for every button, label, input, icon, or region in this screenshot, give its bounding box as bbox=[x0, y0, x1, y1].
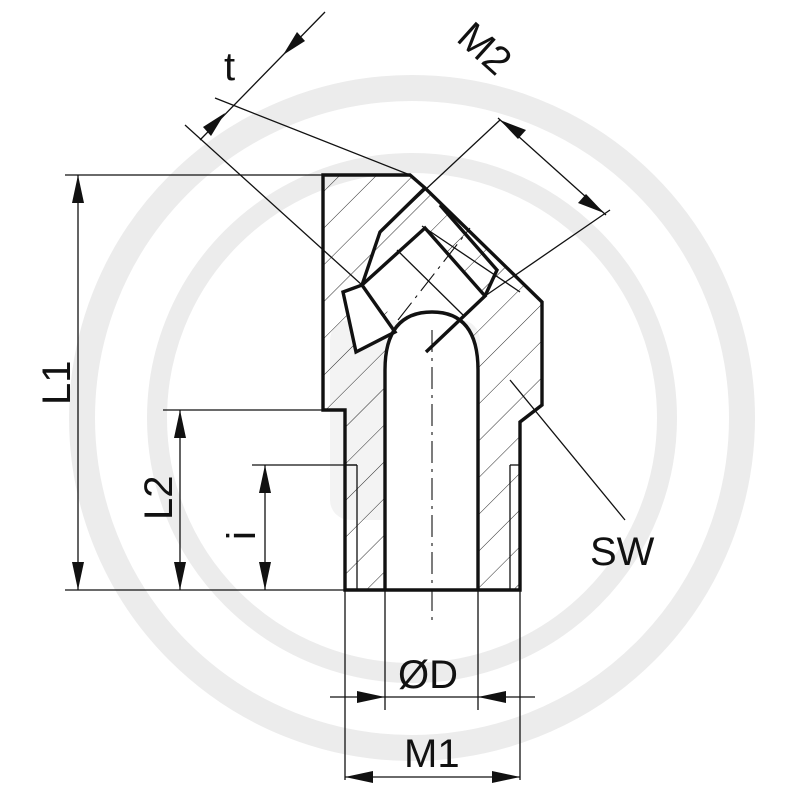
part-outline bbox=[321, 173, 544, 592]
label-m1: M1 bbox=[404, 732, 460, 776]
label-l2: L2 bbox=[137, 476, 181, 521]
label-t: t bbox=[224, 45, 235, 89]
extension-lines bbox=[65, 97, 611, 780]
dimension-lines bbox=[72, 11, 626, 783]
label-sw: SW bbox=[590, 530, 655, 574]
label-i: i bbox=[220, 531, 264, 540]
label-m2: M2 bbox=[449, 14, 520, 84]
centerlines bbox=[397, 227, 471, 620]
label-od: ØD bbox=[398, 653, 458, 697]
label-l1: L1 bbox=[35, 361, 79, 406]
